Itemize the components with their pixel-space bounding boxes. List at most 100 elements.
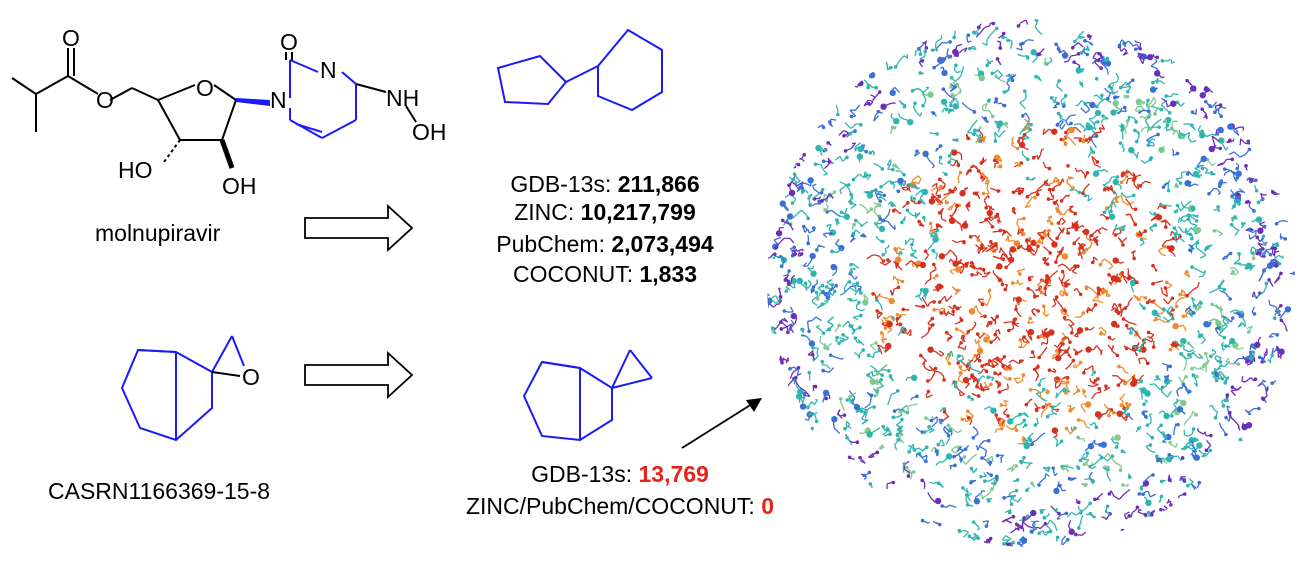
map-node <box>782 309 787 313</box>
map-node <box>906 118 914 126</box>
map-node <box>1057 79 1061 83</box>
map-branch <box>1180 201 1185 208</box>
map-node <box>862 299 869 306</box>
map-branch <box>965 496 968 500</box>
map-branch <box>824 193 830 198</box>
map-node <box>1268 252 1273 257</box>
map-branch <box>1022 517 1029 523</box>
map-branch <box>1014 324 1019 328</box>
map-node <box>845 155 849 160</box>
map-node <box>1084 401 1092 408</box>
map-branch <box>910 246 914 251</box>
map-branch <box>970 453 978 459</box>
map-branch <box>1022 128 1026 132</box>
map-node <box>968 168 972 173</box>
map-node <box>1228 297 1232 301</box>
atom-label: O <box>96 87 114 113</box>
map-branch <box>1126 85 1132 88</box>
map-node <box>842 413 847 417</box>
map-node <box>918 353 923 358</box>
map-branch <box>792 249 798 252</box>
map-branch <box>819 335 822 342</box>
map-branch <box>1156 428 1163 435</box>
map-node <box>1128 146 1135 154</box>
map-branch <box>1100 118 1104 123</box>
map-node <box>1271 190 1275 195</box>
map-branch <box>1150 493 1157 498</box>
map-branch <box>838 214 843 218</box>
map-node <box>1043 61 1048 66</box>
map-branch <box>983 405 991 410</box>
map-node <box>855 440 860 445</box>
map-branch <box>945 295 953 303</box>
map-branch <box>1116 112 1120 115</box>
map-branch <box>873 207 876 212</box>
map-node <box>1178 181 1183 185</box>
map-node <box>1105 216 1110 220</box>
map-branch <box>1028 432 1034 438</box>
map-branch <box>934 521 939 525</box>
map-branch <box>1228 151 1235 156</box>
map-node <box>996 189 1001 193</box>
map-branch <box>1143 476 1150 484</box>
map-branch <box>1200 339 1206 345</box>
map-node <box>857 145 864 153</box>
map-node <box>965 503 970 507</box>
map-branch <box>1035 388 1041 394</box>
map-node <box>970 272 974 277</box>
map-node <box>1155 454 1159 458</box>
map-branch <box>1015 309 1021 317</box>
map-node <box>813 162 818 166</box>
map-node <box>1251 256 1256 261</box>
map-branch <box>797 248 804 252</box>
map-branch <box>951 449 958 454</box>
map-node <box>1113 276 1121 283</box>
map-node <box>1046 197 1051 201</box>
map-branch <box>1135 151 1140 158</box>
map-branch <box>1055 440 1059 447</box>
map-branch <box>1214 105 1217 111</box>
map-node <box>1064 511 1069 516</box>
map-node <box>896 189 901 194</box>
map-node <box>1078 292 1083 297</box>
map-branch <box>792 215 796 219</box>
map-node <box>1096 291 1101 295</box>
map-branch <box>1083 393 1088 399</box>
map-node <box>996 124 1001 129</box>
map-branch <box>1116 375 1124 383</box>
map-branch <box>1022 426 1025 429</box>
map-node <box>1093 237 1097 241</box>
map-branch <box>979 27 985 34</box>
map-branch <box>927 322 931 326</box>
map-branch <box>823 297 831 303</box>
map-branch <box>980 490 983 494</box>
map-branch <box>1174 424 1177 429</box>
map-branch <box>1109 176 1113 182</box>
map-branch <box>1057 263 1063 268</box>
map-branch <box>931 421 938 428</box>
map-branch <box>914 51 917 55</box>
map-branch <box>839 292 846 296</box>
map-branch <box>1057 209 1064 216</box>
map-node <box>1190 265 1194 269</box>
map-node <box>1018 272 1022 276</box>
map-node <box>1149 156 1153 160</box>
map-branch <box>1212 375 1216 378</box>
map-branch <box>895 420 902 426</box>
map-node <box>1013 240 1021 247</box>
map-node <box>1217 126 1224 134</box>
map-node <box>1073 264 1077 268</box>
map-node <box>839 210 844 215</box>
map-node <box>816 297 820 301</box>
map-branch <box>910 213 915 217</box>
map-branch <box>910 476 913 479</box>
map-node <box>966 330 971 334</box>
map-branch <box>1112 337 1116 341</box>
map-branch <box>844 122 852 129</box>
map-node <box>941 69 948 77</box>
map-branch <box>1081 224 1085 228</box>
map-branch <box>1230 390 1236 397</box>
map-branch <box>1182 324 1187 332</box>
map-node <box>981 191 986 196</box>
map-branch <box>1218 232 1224 237</box>
